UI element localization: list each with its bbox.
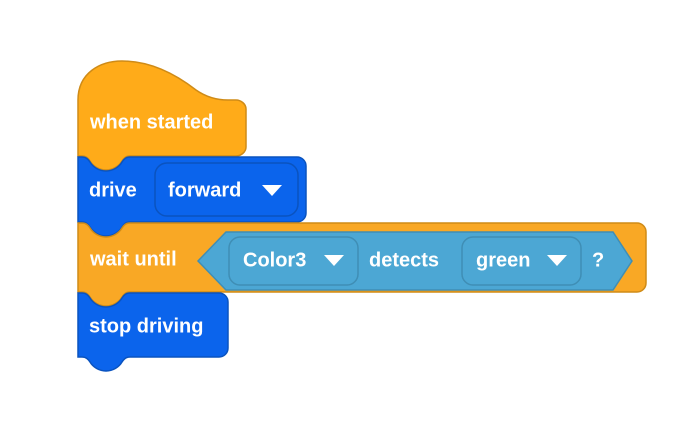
chevron-down-icon xyxy=(324,255,344,266)
boolean-color-detects[interactable]: Color3 detects green ? xyxy=(196,231,633,291)
stop-driving-shape xyxy=(77,292,229,372)
direction-dropdown[interactable]: forward xyxy=(154,162,299,217)
sensor-dropdown[interactable]: Color3 xyxy=(228,236,359,286)
direction-dropdown-bg xyxy=(154,162,299,217)
color-dropdown-label: green xyxy=(476,249,530,271)
sensor-dropdown-label: Color3 xyxy=(243,249,306,271)
sensor-dropdown-bg xyxy=(228,236,359,286)
direction-dropdown-label: forward xyxy=(168,179,241,201)
boolean-trailing-label: ? xyxy=(592,249,604,271)
block-when-started[interactable]: when started xyxy=(77,60,247,171)
block-drive[interactable]: drive forward xyxy=(77,156,307,237)
chevron-down-icon xyxy=(262,185,282,196)
block-wait-until[interactable]: wait until Color3 detects green ? xyxy=(77,222,647,307)
when-started-label: when started xyxy=(89,111,213,133)
stop-driving-label: stop driving xyxy=(89,315,203,337)
block-stop-driving[interactable]: stop driving xyxy=(77,292,229,372)
chevron-down-icon xyxy=(547,255,567,266)
drive-label: drive xyxy=(89,179,137,201)
boolean-middle-label: detects xyxy=(369,249,439,271)
color-dropdown[interactable]: green xyxy=(461,236,582,286)
wait-until-label: wait until xyxy=(89,248,177,270)
when-started-shape xyxy=(77,60,247,171)
color-dropdown-bg xyxy=(461,236,582,286)
